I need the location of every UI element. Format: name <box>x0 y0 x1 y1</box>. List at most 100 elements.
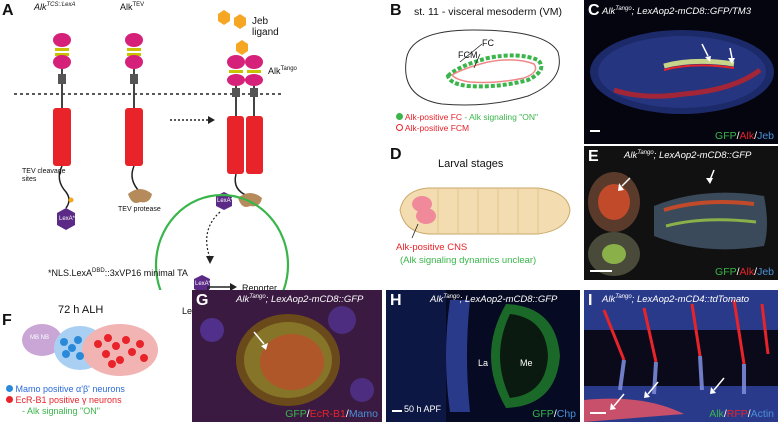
panel-a: A <box>0 0 297 330</box>
panel-g-title-a: Alk <box>236 294 250 306</box>
panel-e-title-sup: Tango <box>637 150 654 156</box>
tev-protease-label: TEV protease <box>118 206 161 213</box>
panel-d: D Larval stages Alk-positive CNS (Alk si… <box>378 142 582 282</box>
larval-cns-fluorescence <box>588 169 767 276</box>
alk-tango-sup: Tango <box>280 66 297 72</box>
channel-mamo: Mamo <box>348 408 378 420</box>
legend-signaling: - Alk signaling "ON" <box>22 406 100 416</box>
panel-e-title: AlkTango; LexAop2-mCD8::GFP <box>624 150 751 161</box>
scale-bar <box>590 130 600 132</box>
panel-g-channels: GFP/EcR-B1/Mamo <box>285 408 378 420</box>
panel-f: F 72 h ALH MB NB Mamo positive α'β' neur… <box>0 288 186 422</box>
panel-h-title-b: ; LexAop2-mCD8::GFP <box>459 294 558 306</box>
lexa-label-3: LexA* <box>195 281 212 287</box>
panel-i-title: AlkTango; LexAop2-mCD4::tdTomato <box>602 294 749 305</box>
panel-c-letter: C <box>588 2 600 19</box>
panel-e-title-b: ; LexAop2-mCD8::GFP <box>653 150 752 162</box>
legend-ecr-text: EcR-B1 positive γ neurons <box>15 395 122 405</box>
footnote-rest: ::3xVP16 minimal TA <box>104 268 188 278</box>
embryo-fluorescence <box>590 30 774 114</box>
blue-dot-icon <box>6 385 13 392</box>
scale-bar <box>590 412 606 414</box>
alk-tango-dimer <box>206 55 263 264</box>
cns-label: Alk-positive CNS <box>396 242 468 253</box>
panel-h-title: AlkTango; LexAop2-mCD8::GFP <box>430 294 557 305</box>
panel-b: B st. 11 - visceral mesoderm (VM) FC FCM… <box>378 0 578 140</box>
panel-d-title: Larval stages <box>438 158 504 170</box>
sep: / <box>306 408 310 420</box>
alk-tev-receptor <box>125 33 152 203</box>
fcm-label: FCM <box>458 50 478 60</box>
panel-c-title-b: ; LexAop2-mCD8::GFP/TM3 <box>631 6 751 18</box>
legend-fc-b: - Alk signaling "ON" <box>462 112 539 122</box>
embryo-vm-diagram <box>405 29 560 106</box>
panel-i-channels: Alk/RFP/Actin <box>709 408 774 420</box>
channel-jeb: Jeb <box>757 130 774 142</box>
channel-gfp: GFP <box>532 408 554 420</box>
legend-ecr: EcR-B1 positive γ neurons <box>6 395 122 405</box>
reporter-label: Reporter <box>242 283 278 293</box>
alk-tcs-receptor <box>53 33 75 230</box>
lexa-label-1: LexA* <box>59 216 76 222</box>
panel-h-title-a: Alk <box>430 294 444 306</box>
optic-lobe-fluorescence <box>386 290 580 422</box>
larva-diagram <box>399 187 571 239</box>
lamina-label: La <box>478 358 489 368</box>
alk-tcs-label: Alk <box>34 2 47 12</box>
panel-h-title-sup: Tango <box>443 294 460 300</box>
sep: / <box>736 130 740 142</box>
panel-h-channels: GFP/Chp <box>532 408 576 420</box>
legend-fcm: Alk-positive FCM <box>396 123 469 133</box>
panel-a-letter: A <box>2 2 14 19</box>
panel-c-title: AlkTango; LexAop2-mCD8::GFP/TM3 <box>602 6 751 17</box>
channel-alk: Alk <box>739 266 755 278</box>
panel-g-image: G AlkTango; LexAop2-mCD8::GFP GFP/EcR-B1… <box>192 290 382 422</box>
muscle-fluorescence <box>584 290 778 422</box>
panel-h-letter: H <box>390 292 402 309</box>
channel-actin: Actin <box>750 408 774 420</box>
sep: / <box>754 266 758 278</box>
panel-g-letter: G <box>196 292 209 309</box>
medulla-label: Me <box>520 358 533 368</box>
panel-f-letter: F <box>2 312 12 329</box>
channel-gfp: GFP <box>285 408 307 420</box>
footnote-sup: DBD <box>92 268 105 274</box>
scale-bar <box>590 270 612 272</box>
channel-alk: Alk <box>739 130 755 142</box>
panel-f-title: 72 h ALH <box>58 304 104 316</box>
channel-ecr: EcR-B1 <box>309 408 346 420</box>
mushroom-body-diagram <box>22 324 158 376</box>
panel-e-letter: E <box>588 148 599 165</box>
sep: / <box>747 408 751 420</box>
mbnb-label: MB NB <box>30 335 50 341</box>
time-label: 50 h APF <box>404 404 442 414</box>
green-dot-icon <box>396 113 403 120</box>
mushroom-body-fluorescence <box>192 290 382 422</box>
panel-b-title: st. 11 - visceral mesoderm (VM) <box>414 6 562 18</box>
sep: / <box>754 130 758 142</box>
alk-tev-sup: TEV <box>132 2 145 8</box>
panel-e-image: E AlkTango; LexAop2-mCD8::GFP GFP/Alk/Je… <box>584 146 778 280</box>
panel-c-title-sup: Tango <box>615 6 632 12</box>
legend-fc: Alk-positive FC - Alk signaling "ON" <box>396 112 538 122</box>
red-dot-icon <box>6 396 13 403</box>
panel-b-letter: B <box>390 2 402 19</box>
footnote: *NLS.LexADBD::3xVP16 minimal TA <box>48 268 188 278</box>
panel-i-title-sup: Tango <box>615 294 632 300</box>
panel-i-title-a: Alk <box>602 294 616 306</box>
legend-fcm-text: Alk-positive FCM <box>404 123 470 133</box>
alk-tango-schematic <box>14 10 290 290</box>
channel-gfp: GFP <box>715 130 737 142</box>
lexa-label-2: LexA* <box>217 198 234 204</box>
panel-c-title-a: Alk <box>602 6 616 18</box>
channel-jeb: Jeb <box>757 266 774 278</box>
panel-e-channels: GFP/Alk/Jeb <box>715 266 774 278</box>
panel-g-title: AlkTango; LexAop2-mCD8::GFP <box>236 294 363 305</box>
sep: / <box>736 266 740 278</box>
sep: / <box>345 408 349 420</box>
jeb-ligand-label: Jeb ligand <box>252 16 279 38</box>
sep: / <box>553 408 557 420</box>
channel-alk: Alk <box>709 408 724 420</box>
legend-fc-a: Alk-positive FC <box>404 112 463 122</box>
footnote-text: *NLS.LexA <box>48 268 93 278</box>
